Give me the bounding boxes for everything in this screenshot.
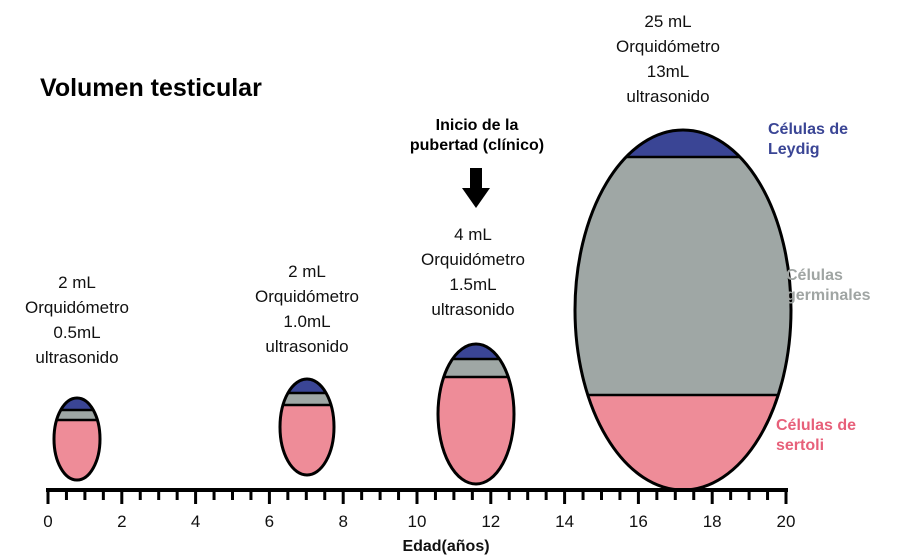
tick-label-0: 0 (43, 512, 53, 531)
germinal-region-3 (438, 359, 514, 377)
legend-sertoli-line-2: sertoli (776, 437, 825, 454)
stage-2-ultrasound-text: ultrasonido (265, 337, 349, 356)
testis-outline-3 (436, 342, 516, 486)
tick-label-10: 10 (407, 512, 427, 531)
tick-label-12: 12 (481, 512, 501, 531)
axis-title: Edad(años) (402, 538, 490, 555)
stage-3-ultrasound-volume: 1.5mL (449, 275, 497, 294)
stage-4-orchidometer-text: Orquidómetro (616, 37, 720, 56)
stage-1-ultrasound-text: ultrasonido (35, 348, 119, 367)
testis-oval-3 (436, 342, 516, 486)
leydig-region-3 (438, 344, 514, 359)
stage-4-orchidometer-volume: 25 mL (644, 12, 692, 31)
stage-2-orchidometer-text: Orquidómetro (255, 287, 359, 306)
testis-oval-4 (573, 128, 793, 492)
puberty-line-1: Inicio de la (435, 117, 519, 134)
stage-4-ultrasound-text: ultrasonido (626, 87, 710, 106)
legend-sertoli-line-1: Células de (776, 417, 857, 434)
stage-2-label: 2 mL Orquidómetro 1.0mL ultrasonido (222, 259, 392, 359)
germinal-region-1 (54, 410, 100, 420)
tick-label-8: 8 (338, 512, 348, 531)
stage-3-ultrasound-text: ultrasonido (431, 300, 515, 319)
sertoli-region-4 (575, 395, 791, 490)
puberty-line-2: pubertad (clínico) (409, 137, 545, 154)
tick-label-6: 6 (264, 512, 275, 531)
legend-leydig-line-1: Células de (768, 121, 849, 138)
sertoli-region-3 (438, 377, 514, 484)
testis-outline-1 (52, 396, 102, 482)
legend-leydig-line-2: Leydig (768, 141, 820, 158)
tick-label-18: 18 (702, 512, 722, 531)
stage-2-orchidometer-volume: 2 mL (288, 262, 326, 281)
stage-1-orchidometer-volume: 2 mL (58, 273, 96, 292)
tick-label-20: 20 (776, 512, 796, 531)
down-arrow-icon (462, 168, 490, 208)
stage-2-ultrasound-volume: 1.0mL (283, 312, 331, 331)
tick-label-14: 14 (555, 512, 575, 531)
testis-outline-2 (278, 377, 336, 477)
testis-oval-2 (278, 377, 336, 477)
stage-1-ultrasound-volume: 0.5mL (53, 323, 101, 342)
chart-title: Volumen testicular (40, 74, 262, 102)
stage-3-label: 4 mL Orquidómetro 1.5mL ultrasonido (388, 222, 558, 322)
tick-label-16: 16 (628, 512, 648, 531)
legend-leydig: Células de Leydig (768, 120, 848, 160)
tick-label-2: 2 (117, 512, 127, 531)
puberty-onset-label: Inicio de la pubertad (clínico) (382, 116, 572, 156)
stage-4-ultrasound-volume: 13mL (646, 62, 690, 81)
stage-1-label: 2 mL Orquidómetro 0.5mL ultrasonido (0, 270, 162, 370)
legend-germinal-line-2: germinales (786, 287, 871, 304)
legend-germinal: Células germinales (786, 266, 870, 306)
tick-label-4: 4 (190, 512, 201, 531)
testis-oval-1 (52, 396, 102, 482)
age-axis (46, 488, 788, 504)
germinal-region-2 (280, 393, 334, 405)
legend-germinal-line-1: Células (786, 267, 843, 284)
leydig-region-4 (575, 130, 791, 157)
legend-sertoli: Células de sertoli (776, 416, 856, 456)
germinal-region-4 (575, 157, 791, 395)
stage-1-orchidometer-text: Orquidómetro (25, 298, 129, 317)
sertoli-region-2 (280, 405, 334, 475)
stage-4-label: 25 mL Orquidómetro 13mL ultrasonido (583, 9, 753, 109)
stage-3-orchidometer-text: Orquidómetro (421, 250, 525, 269)
stage-3-orchidometer-volume: 4 mL (454, 225, 492, 244)
